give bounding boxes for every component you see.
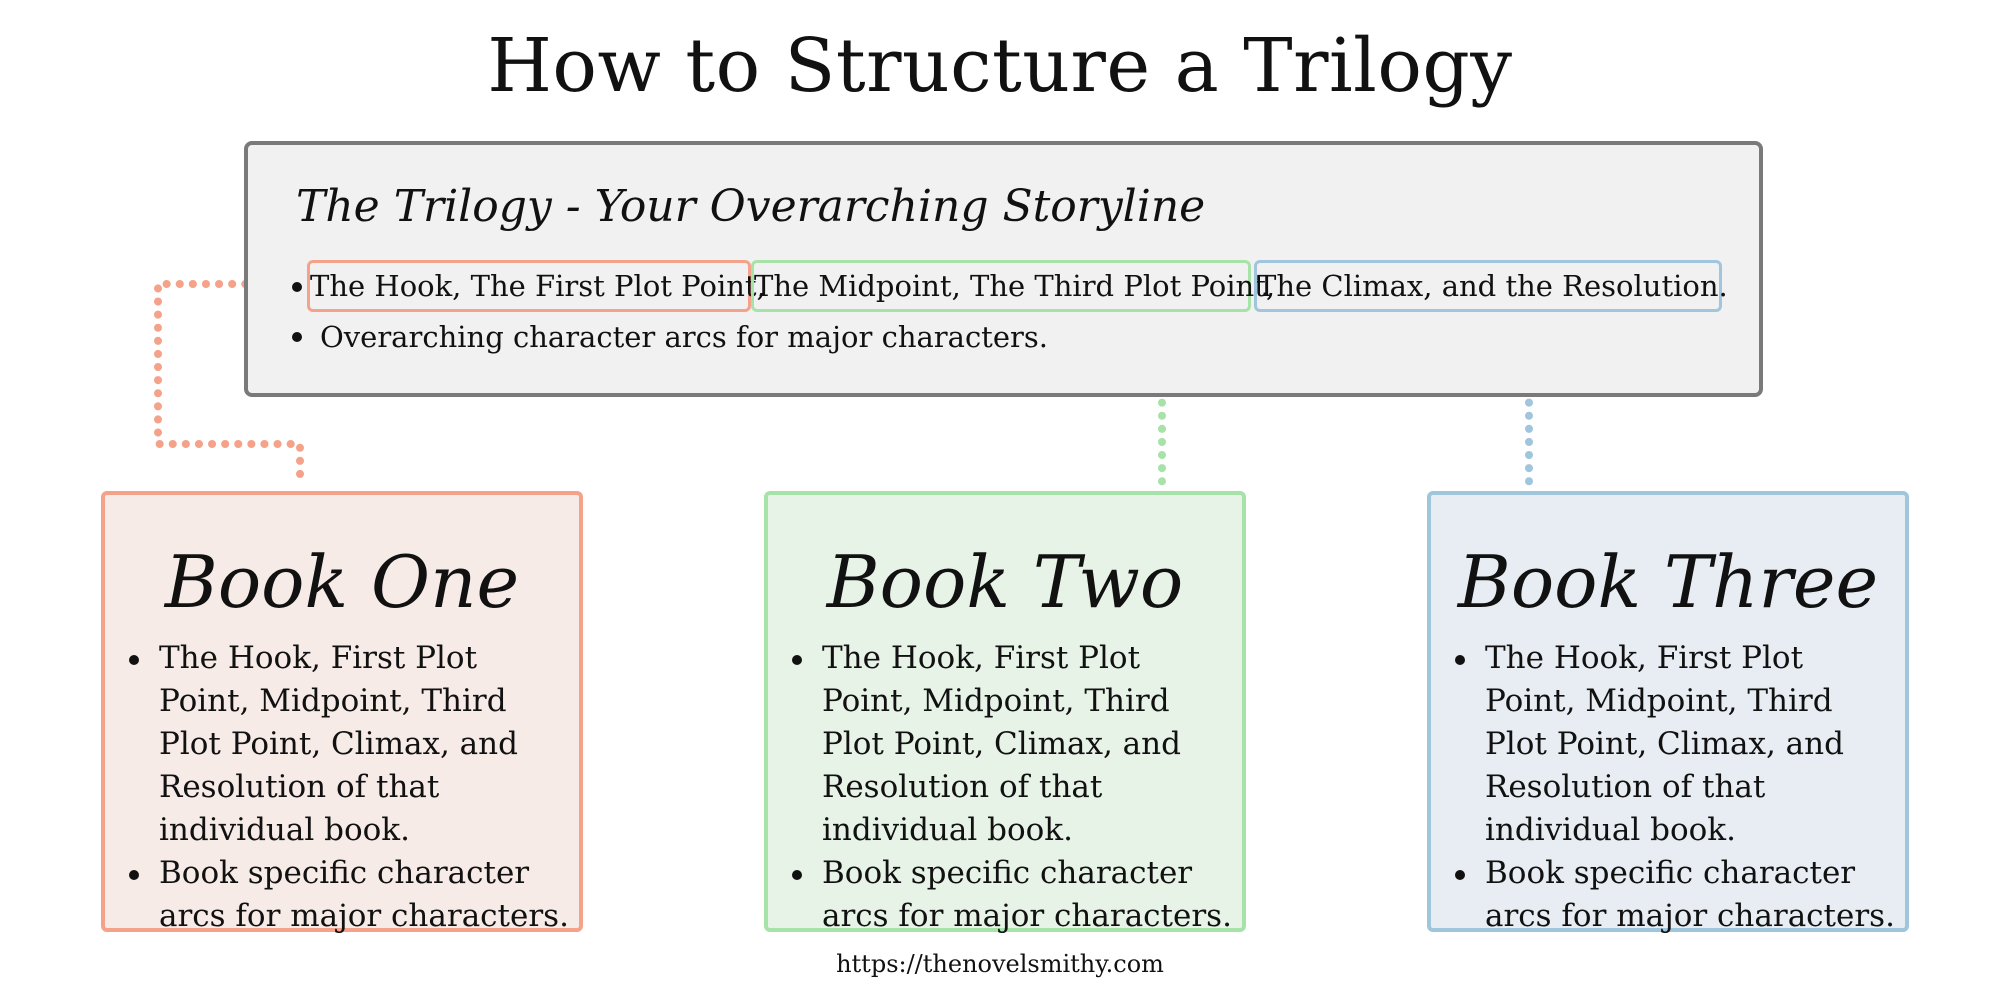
bullet-dot — [292, 282, 302, 292]
footer-url: https://thenovelsmithy.com — [836, 950, 1164, 978]
list-item: Book specific character arcs for major c… — [792, 852, 1238, 938]
list-item: The Hook, First Plot Point, Midpoint, Th… — [1455, 637, 1901, 852]
segment-climax-resolution: The Climax, and the Resolution. — [1254, 260, 1728, 312]
trilogy-bullet-character-arcs: Overarching character arcs for major cha… — [320, 320, 1048, 354]
trilogy-box: The Trilogy - Your Overarching Storyline… — [244, 141, 1763, 397]
list-item: The Hook, First Plot Point, Midpoint, Th… — [129, 637, 575, 852]
bullet-dot — [292, 332, 302, 342]
book-two-box: Book Two The Hook, First Plot Point, Mid… — [764, 491, 1246, 934]
list-item: Book specific character arcs for major c… — [129, 852, 575, 938]
connector-book-one — [154, 280, 304, 478]
segment-midpoint-third-plot-point: The Midpoint, The Third Plot Point, — [751, 260, 1275, 312]
book-two-list: The Hook, First Plot Point, Midpoint, Th… — [792, 637, 1238, 938]
segment-hook-first-plot-point: The Hook, The First Plot Point, — [307, 260, 766, 312]
book-three-box: Book Three The Hook, First Plot Point, M… — [1427, 491, 1909, 934]
book-one-list: The Hook, First Plot Point, Midpoint, Th… — [129, 637, 575, 938]
list-item: Book specific character arcs for major c… — [1455, 852, 1901, 938]
book-one-box: Book One The Hook, First Plot Point, Mid… — [101, 491, 583, 934]
book-one-title: Book One — [164, 540, 520, 624]
book-three-list: The Hook, First Plot Point, Midpoint, Th… — [1455, 637, 1901, 938]
page-title: How to Structure a Trilogy — [487, 23, 1513, 109]
list-item: The Hook, First Plot Point, Midpoint, Th… — [792, 637, 1238, 852]
trilogy-heading: The Trilogy - Your Overarching Storyline — [296, 181, 1206, 232]
book-two-title: Book Two — [826, 540, 1184, 624]
book-three-title: Book Three — [1457, 540, 1879, 624]
